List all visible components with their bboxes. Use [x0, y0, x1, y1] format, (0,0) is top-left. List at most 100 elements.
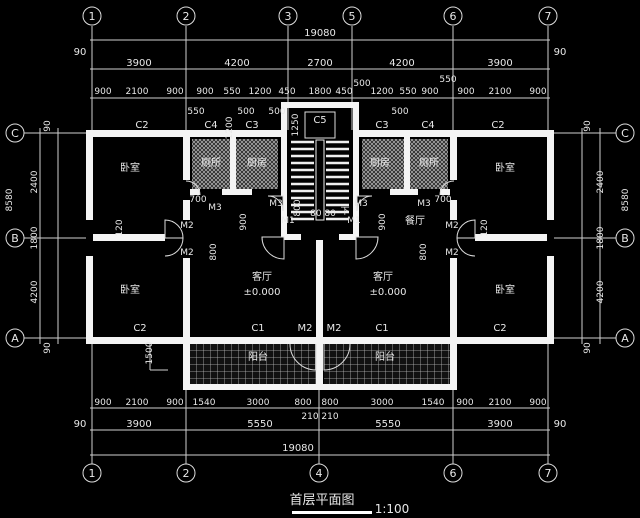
door-label: M1: [347, 216, 361, 226]
dimension-top-detail: 900: [166, 87, 183, 97]
dimension-left: 90: [43, 342, 53, 354]
door-label: M3: [354, 199, 368, 209]
axis-label-top: 1: [89, 10, 96, 23]
dimension-top-detail: 900: [457, 87, 474, 97]
dimension-top-detail: 1800: [309, 87, 332, 97]
door-label: M3: [208, 203, 222, 213]
dimension-left: 90: [43, 120, 53, 132]
dimension-top-detail: 450: [335, 87, 352, 97]
dimension-top-detail: 1200: [371, 87, 394, 97]
dimension-bottom-detail: 3000: [247, 398, 270, 408]
dimension-bottom-detail: 800: [294, 398, 311, 408]
door-label: M2: [180, 221, 194, 231]
dimension-bottom-detail: 900: [166, 398, 183, 408]
dimension-misc: 1500: [145, 341, 155, 364]
axis-label-right: B: [621, 232, 629, 245]
dimension-top-axis: 4200: [389, 58, 414, 69]
room-label: 卧室: [120, 283, 140, 296]
door-label: 下: [340, 207, 349, 217]
dimension-bottom-detail: 900: [94, 398, 111, 408]
kitchen-floor: [362, 139, 404, 189]
dimension-bottom-axis: 3900: [487, 419, 512, 430]
axis-label-right-circle: [615, 123, 635, 143]
room-label: 卧室: [120, 161, 140, 174]
dimension-misc: 1250: [291, 113, 301, 136]
door-label: 700: [189, 195, 206, 205]
dimension-bottom-axis: 5550: [247, 419, 272, 430]
dimension-offset: 500: [268, 107, 285, 117]
axis-label-right: C: [621, 127, 629, 140]
dimension-top-axis: 3900: [126, 58, 151, 69]
dimension-left-total: 8580: [5, 188, 15, 211]
dimension-misc: 120: [115, 219, 125, 236]
door-label: M3: [417, 199, 431, 209]
room-label: 卧室: [495, 161, 515, 174]
balcony-floor: [324, 344, 450, 386]
axis-label-left-circle: [5, 123, 25, 143]
room-label: 阳台: [248, 350, 268, 363]
balcony-floor: [190, 344, 316, 386]
window-label: C2: [133, 323, 146, 334]
window-label: C3: [245, 120, 258, 131]
dimension-top-detail: 2100: [126, 87, 149, 97]
dimension-misc: 900: [239, 213, 249, 230]
axis-label-top: 6: [450, 10, 457, 23]
axis-label-bottom: 2: [183, 467, 190, 480]
axis-label-top-circle: [538, 6, 558, 26]
axis-label-right: A: [621, 332, 629, 345]
dimension-left: 2400: [30, 170, 40, 193]
dimension-offset: 500: [237, 107, 254, 117]
room-label: 阳台: [375, 350, 395, 363]
dimension-bottom-detail: 800: [321, 398, 338, 408]
door-label: 80 80: [310, 209, 336, 219]
dimension-bottom-detail: 2100: [126, 398, 149, 408]
window-label: C4: [204, 120, 217, 131]
window-label: M2: [298, 323, 313, 334]
kitchen-floor: [236, 139, 278, 189]
room-label: 厨房: [370, 156, 390, 169]
window-label: C3: [375, 120, 388, 131]
window-label: C1: [251, 323, 264, 334]
axis-label-left: A: [11, 332, 19, 345]
dimension-total-bottom: 19080: [282, 443, 314, 454]
axis-label-top: 2: [183, 10, 190, 23]
dimension-misc: 120: [480, 219, 490, 236]
dimension-total-top: 19080: [304, 28, 336, 39]
axis-label-bottom: 4: [316, 467, 323, 480]
drawing-scale: 1:100: [375, 502, 410, 516]
room-label: ±0.000: [243, 287, 280, 298]
room-label: ±0.000: [369, 287, 406, 298]
door-label: M2: [445, 221, 459, 231]
window-label: C4: [421, 120, 434, 131]
axis-label-right-circle: [615, 228, 635, 248]
dimension-bottom-detail: 900: [456, 398, 473, 408]
room-label: 厕所: [419, 157, 439, 169]
axis-label-top: 5: [349, 10, 356, 23]
drawing-title: 首层平面图: [289, 493, 354, 508]
door-label: M2: [445, 248, 459, 258]
dimension-top-axis: 2700: [307, 58, 332, 69]
dimension-top-detail: 500: [353, 79, 370, 89]
room-label: 厕所: [201, 157, 221, 169]
dimension-right: 1800: [596, 226, 606, 249]
axis-label-top: 7: [545, 10, 552, 23]
dimension-bottom-detail: 3000: [371, 398, 394, 408]
dimension-misc: 800: [293, 199, 303, 216]
axis-label-right-circle: [615, 328, 635, 348]
window-label: C5: [313, 115, 326, 126]
dimension-bottom-detail: 1540: [422, 398, 445, 408]
window-label: M2: [327, 323, 342, 334]
building-walls: [86, 102, 554, 390]
dimension-top-detail: 900: [94, 87, 111, 97]
axis-label-bottom-circle: [82, 463, 102, 483]
axis-label-top-circle: [278, 6, 298, 26]
dimension-right: 90: [583, 342, 593, 354]
dimension-bottom-detail: 1540: [193, 398, 216, 408]
dimension-right: 90: [583, 120, 593, 132]
axis-label-top-circle: [82, 6, 102, 26]
dimension-bottom-axis: 5550: [375, 419, 400, 430]
dimension-bottom-detail: 900: [529, 398, 546, 408]
dimension-left: 4200: [30, 280, 40, 303]
